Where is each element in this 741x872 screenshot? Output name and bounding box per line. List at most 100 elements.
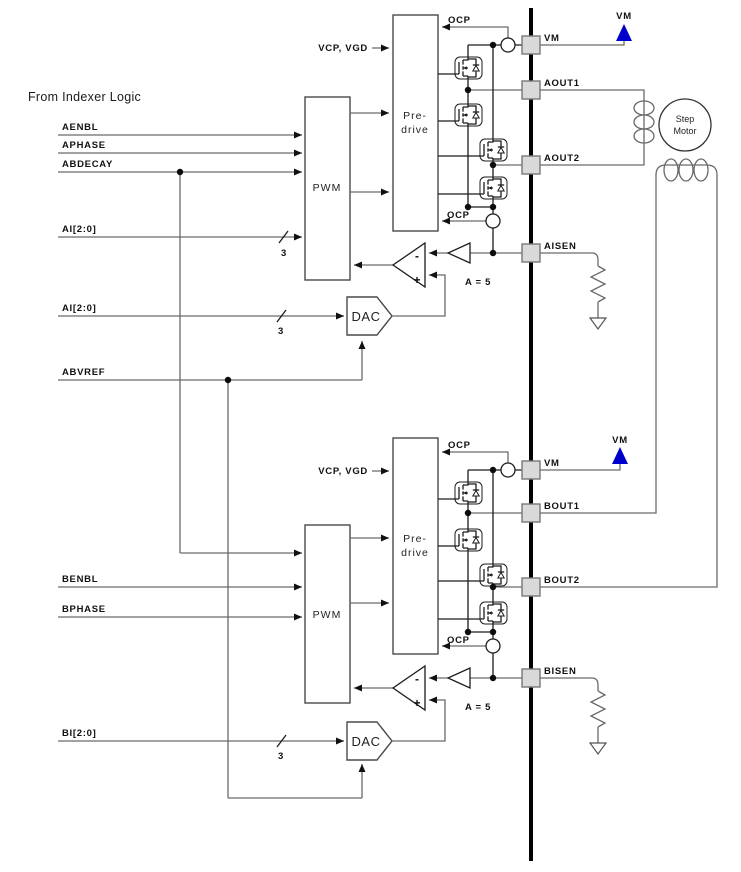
pwm-block-b: [304, 524, 351, 704]
coil-b-loop: [663, 158, 679, 182]
signal-label-bi-dac: BI[2:0]: [62, 728, 96, 739]
ground-icon-b: [589, 742, 607, 755]
mosfet-b-ls2: [479, 600, 508, 626]
bisen-resistor-icon: [540, 677, 607, 743]
wire-vm-ext-b: [540, 464, 621, 471]
amplifier-a: [446, 241, 471, 265]
pad-label-vm-a: VM: [544, 33, 560, 44]
wire-winding-b: [540, 164, 718, 588]
vm-supply-arrow-icon-b: [612, 447, 628, 464]
wire-dac-comp-b: [392, 696, 446, 742]
h-bridge-b: [438, 469, 522, 678]
ocp-sensor-icon-a-top: [500, 37, 516, 53]
comparator-b: [391, 664, 426, 712]
mosfet-a-hs2: [479, 137, 508, 163]
gate-leads-a: [438, 73, 484, 195]
comparator-plus-b: +: [413, 696, 420, 710]
gain-label-a: A = 5: [465, 277, 491, 288]
signal-label-abdecay: ABDECAY: [62, 159, 113, 170]
pad-bout2: [521, 577, 541, 597]
pwm-label-b: PWM: [313, 609, 342, 621]
vcp-vgd-label-b: VCP, VGD: [318, 466, 368, 477]
pad-label-aout1: AOUT1: [544, 78, 580, 89]
pads: [521, 35, 541, 688]
bus-width-a2: 3: [278, 326, 284, 337]
predrive-label-b2: drive: [401, 547, 429, 559]
wire-ocp-top-b: [442, 448, 509, 463]
comparator-plus-a: +: [413, 273, 420, 287]
predrive-label-a2: drive: [401, 124, 429, 136]
dac-block-a: [346, 296, 393, 336]
pad-label-aout2: AOUT2: [544, 153, 580, 164]
mosfet-b-ls1: [454, 527, 483, 553]
pad-aout1: [521, 80, 541, 100]
pad-label-bisen: BISEN: [544, 666, 577, 677]
gate-leads-b: [438, 498, 484, 620]
mosfet-a-ls1: [454, 102, 483, 128]
vm-supply-label-b: VM: [612, 435, 628, 446]
signal-label-abvref: ABVREF: [62, 367, 105, 378]
vm-supply-arrow-icon-a: [616, 24, 632, 41]
current-control-a: [391, 241, 471, 289]
mosfet-a-hs1: [454, 55, 483, 81]
bus-slash-marks: [276, 230, 289, 748]
pad-bout1: [521, 503, 541, 523]
ocp-sensor-icon-a-bottom: [485, 213, 501, 229]
wire-winding-a: [540, 89, 645, 166]
bus-width-a1: 3: [281, 248, 287, 259]
ocp-label-a-top: OCP: [448, 15, 471, 26]
bus-width-b: 3: [278, 751, 284, 762]
pad-label-vm-b: VM: [544, 458, 560, 469]
aisen-resistor-icon: [540, 252, 607, 318]
mosfet-b-hs2: [479, 562, 508, 588]
winding-coils: [633, 100, 709, 182]
pwm-block-a: [304, 96, 351, 281]
predrive-block-b: [392, 437, 439, 655]
ocp-label-b-bottom: OCP: [447, 635, 470, 646]
wire-dac-comp-a: [392, 271, 446, 317]
wire-vm-ext-a: [540, 41, 625, 46]
pad-aisen: [521, 243, 541, 263]
signal-label-aphase: APHASE: [62, 140, 106, 151]
coil-b-loop: [693, 158, 709, 182]
step-motor: [658, 98, 712, 152]
pad-vm-a: [521, 35, 541, 55]
comparator-minus-b: -: [415, 672, 419, 686]
mosfet-b-hs1: [454, 480, 483, 506]
predrive-label-b1: Pre-: [403, 533, 427, 545]
predrive-block-a: [392, 14, 439, 232]
wires: [58, 23, 718, 799]
junction-dots: [176, 41, 497, 682]
signal-label-benbl: BENBL: [62, 574, 98, 585]
vm-supply-label-a: VM: [616, 11, 632, 22]
pad-aout2: [521, 155, 541, 175]
heading: From Indexer Logic: [28, 90, 141, 104]
ocp-label-b-top: OCP: [448, 440, 471, 451]
comparator-minus-a: -: [415, 249, 419, 263]
signal-label-aenbl: AENBL: [62, 122, 98, 133]
signal-label-ai-pwm: AI[2:0]: [62, 224, 96, 235]
ocp-sensors: [485, 37, 516, 654]
pwm-label-a: PWM: [313, 182, 342, 194]
comparator-a: [391, 241, 426, 289]
ocp-sensor-icon-b-top: [500, 462, 516, 478]
coil-a-loop: [633, 128, 655, 144]
mosfet-a-ls2: [479, 175, 508, 201]
coil-b-loop: [678, 158, 694, 182]
h-bridge-a: [438, 44, 522, 253]
wire-abvref-branch: [227, 380, 362, 799]
pad-vm-b: [521, 460, 541, 480]
dac-block-b: [346, 721, 393, 761]
dac-label-b: DAC: [352, 734, 381, 749]
signal-label-bphase: BPHASE: [62, 604, 106, 615]
dac-label-a: DAC: [352, 309, 381, 324]
step-motor-label-2: Motor: [673, 126, 696, 136]
signal-label-ai-dac: AI[2:0]: [62, 303, 96, 314]
vcp-vgd-label-a: VCP, VGD: [318, 43, 368, 54]
predrive-label-a1: Pre-: [403, 110, 427, 122]
wire-ocp-top-a: [442, 23, 509, 38]
ground-icon-a: [589, 317, 607, 330]
ocp-label-a-bottom: OCP: [447, 210, 470, 221]
